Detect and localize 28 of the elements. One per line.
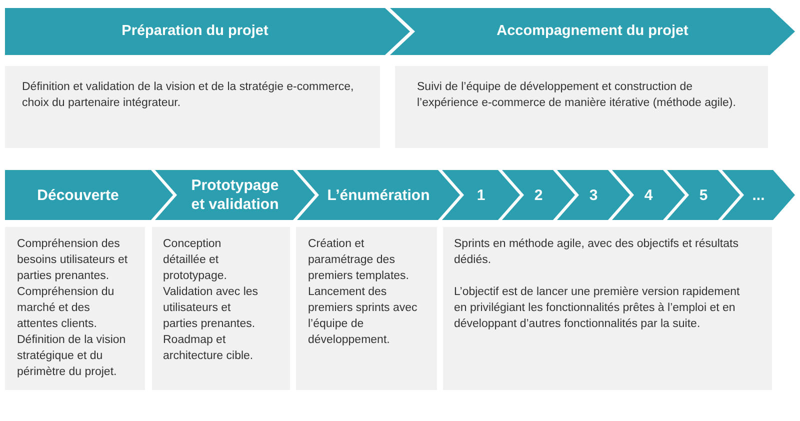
step-title: 1	[476, 186, 486, 204]
step-title: 5	[699, 186, 708, 204]
step-title: Découverte	[37, 186, 119, 204]
description-text: Définition et validation de la vision et de la stratégie e-commerce, choix du partenaire intégrateur.	[22, 80, 355, 111]
process-step	[155, 170, 315, 220]
description-text: Conception détaillée et prototypage. Validation avec les utilisateurs et parties prenantes. Roadmap et architecture cible.	[163, 237, 260, 364]
step-title: 3	[589, 186, 598, 204]
process-step	[442, 170, 520, 220]
step-title: 2	[534, 186, 543, 204]
step-title: Accompagnement du projet	[496, 22, 688, 41]
step-title: Prototypage et validation	[190, 176, 280, 214]
description-text: Suivi de l’équipe de développement et construction de l’expérience e-commerce de manière itérative (méthode agile).	[417, 80, 737, 111]
step-title: L’énumération	[327, 186, 430, 204]
process-step	[5, 170, 173, 220]
process-step	[667, 170, 740, 220]
step-title: Préparation du projet	[122, 22, 268, 41]
process-step	[557, 170, 630, 220]
description-text: Compréhension des besoins utilisateurs et parties prenantes. Compréhension du marché et des attentes clients. Définition de la vision stratégique et du périmètre du projet.	[17, 237, 129, 380]
process-step	[502, 170, 575, 220]
step-title: ...	[752, 186, 765, 204]
phase-banner	[390, 8, 795, 55]
description-text: Sprints en méthode agile, avec des objectifs et résultats dédiés.	[454, 237, 740, 268]
process-step	[722, 170, 795, 220]
process-step	[612, 170, 685, 220]
description-text: Création et paramétrage des premiers templates. Lancement des premiers sprints avec l’équipe de développement.	[308, 237, 418, 348]
phase-banner	[5, 8, 410, 55]
description-text: L’objectif est de lancer une première version rapidement en privilégiant les fonctionnalités prêtes à l’emploi et en développant d’autres fonctionnalités par la suite.	[454, 285, 741, 332]
step-title: 4	[644, 186, 653, 204]
